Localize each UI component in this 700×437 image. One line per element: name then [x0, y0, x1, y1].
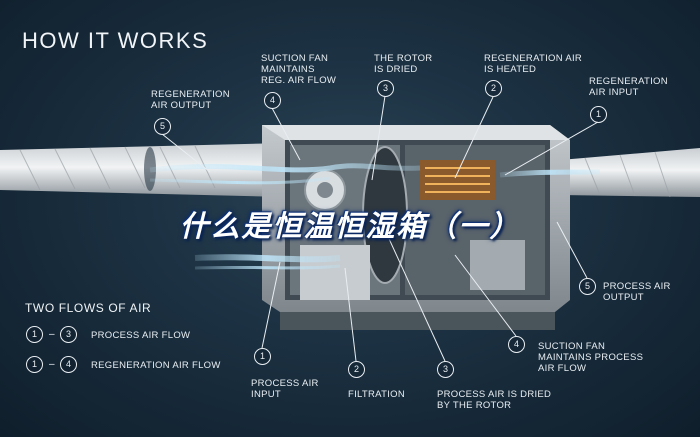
callout-label-rotor-dried: THE ROTOR IS DRIED — [374, 53, 433, 75]
callout-label-process-air-input: PROCESS AIR INPUT — [251, 378, 319, 400]
callout-number-3-bottom: 3 — [437, 361, 454, 378]
callout-label-suction-fan-reg: SUCTION FAN MAINTAINS REG. AIR FLOW — [261, 53, 337, 86]
legend-row1-dash: – — [49, 329, 55, 340]
callout-number-1-bottom: 1 — [254, 348, 271, 365]
air-flow-streams — [149, 163, 601, 270]
callout-number-4-bottom: 4 — [508, 336, 525, 353]
callout-number-2-bottom: 2 — [348, 361, 365, 378]
callout-number-2-top: 2 — [485, 80, 502, 97]
leader-lines — [161, 95, 599, 362]
right-duct — [560, 148, 700, 198]
callout-label-process-air-dried: PROCESS AIR IS DRIED BY THE ROTOR — [437, 389, 552, 411]
callout-label-filtration: FILTRATION — [348, 389, 406, 400]
legend-title: TWO FLOWS OF AIR — [25, 301, 152, 315]
banner-text: 什么是恒温恒湿箱（一） — [179, 209, 521, 243]
callout-label-suction-fan-process: SUCTION FAN MAINTAINS PROCESS AIR FLOW — [538, 341, 644, 374]
legend-row1-label: PROCESS AIR FLOW — [91, 330, 191, 341]
callout-label-regeneration-air-heated: REGENERATION AIR IS HEATED — [484, 53, 583, 75]
legend-row2-from: 1 — [26, 356, 43, 373]
legend-row2-to: 4 — [60, 356, 77, 373]
legend-row2-label: REGENERATION AIR FLOW — [91, 360, 221, 371]
callout-number-4-top: 4 — [264, 92, 281, 109]
callout-number-5-bottom: 5 — [579, 278, 596, 295]
callout-number-1-top: 1 — [590, 106, 607, 123]
callout-label-process-air-output: PROCESS AIR OUTPUT — [603, 281, 671, 303]
page-title: HOW IT WORKS — [22, 28, 209, 53]
callout-label-regeneration-air-input: REGENERATION AIR INPUT — [589, 76, 668, 98]
legend-row2-dash: – — [49, 359, 55, 370]
legend-row1-to: 3 — [60, 326, 77, 343]
callout-number-5-top: 5 — [154, 118, 171, 135]
callout-label-regeneration-air-output: REGENERATION AIR OUTPUT — [151, 89, 230, 111]
left-duct — [0, 143, 285, 197]
callout-number-3-top: 3 — [377, 80, 394, 97]
legend-row1-from: 1 — [26, 326, 43, 343]
